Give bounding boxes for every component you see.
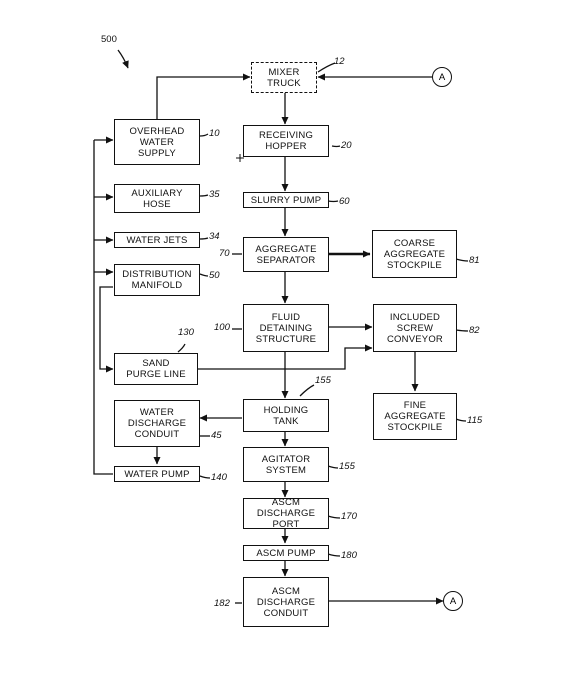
ref-coarse-aggregate-stockpile: 81 (469, 255, 480, 266)
ref-included-screw-conveyor: 82 (469, 325, 480, 336)
ref-mixer-truck: 12 (334, 56, 345, 67)
ascm-pump-box: ASCM PUMP (243, 545, 329, 561)
ref-overhead-water-supply: 10 (209, 128, 220, 139)
ref-water-pump: 140 (211, 472, 227, 483)
ref-auxiliary-hose: 35 (209, 189, 220, 200)
overhead-water-supply-box: OVERHEAD WATER SUPPLY (114, 119, 200, 165)
connector-a-top: A (432, 67, 452, 87)
ref-agitator-system: 155 (339, 461, 355, 472)
ref-sand-purge-line: 130 (178, 327, 194, 338)
ref-receiving-hopper: 20 (341, 140, 352, 151)
ascm-discharge-conduit-box: ASCM DISCHARGE CONDUIT (243, 577, 329, 627)
auxiliary-hose-box: AUXILIARY HOSE (114, 184, 200, 213)
ref-fluid-detaining-structure: 100 (214, 322, 230, 333)
ref-ascm-discharge-conduit: 182 (214, 598, 230, 609)
aggregate-separator-box: AGGREGATE SEPARATOR (243, 237, 329, 272)
holding-tank-box: HOLDING TANK (243, 399, 329, 432)
figure-number: 500 (101, 34, 117, 45)
ref-fine-aggregate-stockpile: 115 (467, 415, 483, 426)
included-screw-conveyor-box: INCLUDED SCREW CONVEYOR (373, 304, 457, 352)
receiving-hopper-box: RECEIVING HOPPER (243, 125, 329, 157)
ref-water-discharge-conduit: 45 (211, 430, 222, 441)
distribution-manifold-box: DISTRIBUTION MANIFOLD (114, 264, 200, 296)
coarse-aggregate-stockpile-box: COARSE AGGREGATE STOCKPILE (372, 230, 457, 278)
ref-ascm-discharge-port: 170 (341, 511, 357, 522)
fine-aggregate-stockpile-box: FINE AGGREGATE STOCKPILE (373, 393, 457, 440)
connector-a-bottom: A (443, 591, 463, 611)
mixer-truck-box: MIXER TRUCK (251, 62, 317, 93)
ascm-discharge-port-box: ASCM DISCHARGE PORT (243, 497, 329, 530)
slurry-pump-box: SLURRY PUMP (243, 192, 329, 208)
ref-ascm-pump: 180 (341, 550, 357, 561)
fluid-detaining-structure-box: FLUID DETAINING STRUCTURE (243, 304, 329, 352)
ref-aggregate-separator: 70 (219, 248, 230, 259)
ref-distribution-manifold: 50 (209, 270, 220, 281)
ref-holding-tank: 155 (315, 375, 331, 386)
sand-purge-line-box: SAND PURGE LINE (114, 353, 198, 385)
water-jets-box: WATER JETS (114, 232, 200, 248)
water-pump-box: WATER PUMP (114, 466, 200, 482)
agitator-system-box: AGITATOR SYSTEM (243, 447, 329, 482)
ref-slurry-pump: 60 (339, 196, 350, 207)
water-discharge-conduit-box: WATER DISCHARGE CONDUIT (114, 400, 200, 447)
ref-water-jets: 34 (209, 231, 220, 242)
